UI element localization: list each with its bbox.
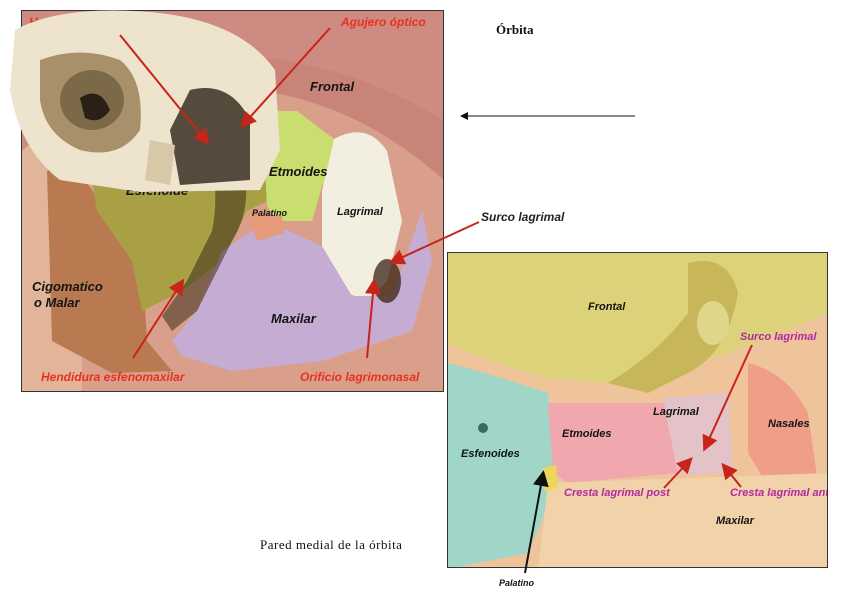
label-nasales: Nasales <box>768 418 810 430</box>
label-agujero-optico: Agujero óptico <box>341 15 426 29</box>
skull-illustration <box>0 0 290 195</box>
label-lagrimal: Lagrimal <box>337 206 383 218</box>
label-cresta-lagrimal-ant: Cresta lagrimal ant <box>730 487 828 499</box>
label-palatino: Palatino <box>252 208 287 218</box>
caption-pared-medial: Pared medial de la órbita <box>260 537 402 553</box>
label-lagrimal-medial: Lagrimal <box>653 406 699 418</box>
label-hendidura-esfenomaxilar: Hendidura esfenomaxilar <box>41 370 184 384</box>
skull-illustration-panel <box>0 0 290 195</box>
label-frontal: Frontal <box>310 79 354 94</box>
label-cigomatico-line2: o Malar <box>34 295 80 310</box>
label-orificio-lagrimonasal: Orificio lagrimonasal <box>300 370 419 384</box>
label-cresta-lagrimal-post: Cresta lagrimal post <box>564 487 670 499</box>
label-palatino-medial: Palatino <box>499 578 534 588</box>
label-cigomatico-line1: Cigomatico <box>32 279 103 294</box>
label-esfenoides: Esfenoides <box>461 448 520 460</box>
medial-wall-illustration <box>448 253 828 568</box>
medial-wall-panel: Frontal Surco lagrimal Lagrimal Nasales … <box>447 252 828 568</box>
label-maxilar-medial: Maxilar <box>716 515 754 527</box>
label-maxilar: Maxilar <box>271 311 316 326</box>
label-surco-lagrimal-medial: Surco lagrimal <box>740 331 816 343</box>
orbita-title: Órbita <box>496 22 534 38</box>
label-frontal-medial: Frontal <box>588 301 625 313</box>
label-surco-lagrimal-orbit: Surco lagrimal <box>481 210 564 224</box>
label-etmoides-medial: Etmoides <box>562 428 612 440</box>
